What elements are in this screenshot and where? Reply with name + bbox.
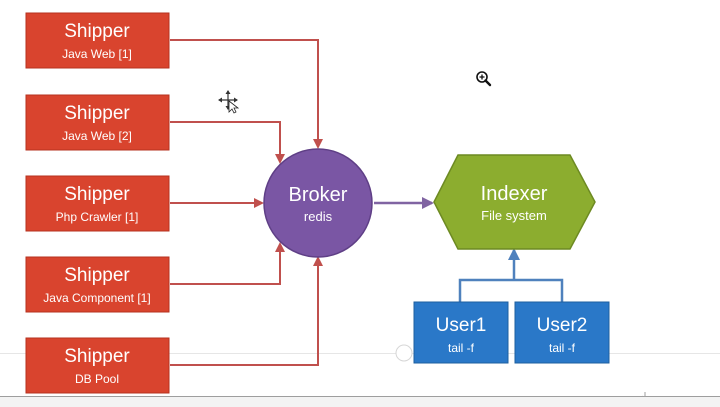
shipper-subtitle: Php Crawler [1] <box>56 210 139 224</box>
guide-handle <box>395 344 413 362</box>
shipper-subtitle: Java Component [1] <box>43 291 150 305</box>
connector-shipper-4 <box>170 242 285 285</box>
user-node-2: User2 tail -f <box>514 301 610 364</box>
shipper-node-4: Shipper Java Component [1] <box>25 256 170 313</box>
broker-node: Broker redis <box>263 148 373 258</box>
shipper-node-3: Shipper Php Crawler [1] <box>25 175 170 232</box>
user-title: User2 <box>537 315 588 336</box>
user-connectors <box>458 248 564 302</box>
connector-shipper-2 <box>170 121 285 164</box>
shipper-connectors <box>170 39 323 366</box>
shipper-title: Shipper <box>64 265 130 286</box>
slide-guide-line <box>0 353 720 354</box>
indexer-node: Indexer File system <box>433 154 596 250</box>
connector-shipper-1 <box>170 39 323 149</box>
bottom-strip <box>0 397 720 407</box>
connector-shipper-5 <box>170 256 323 366</box>
shipper-title: Shipper <box>64 184 130 205</box>
shipper-subtitle: Java Web [2] <box>62 129 132 143</box>
shipper-title: Shipper <box>64 346 130 367</box>
broker-subtitle: redis <box>304 209 333 224</box>
user-subtitle: tail -f <box>448 341 475 355</box>
shipper-subtitle: DB Pool <box>75 372 119 386</box>
bottom-divider <box>0 396 720 397</box>
shipper-title: Shipper <box>64 21 130 42</box>
user-subtitle: tail -f <box>549 341 576 355</box>
indexer-title: Indexer <box>481 183 548 205</box>
broker-title: Broker <box>289 184 348 206</box>
shipper-node-1: Shipper Java Web [1] <box>25 12 170 69</box>
shipper-title: Shipper <box>64 103 130 124</box>
shipper-subtitle: Java Web [1] <box>62 47 132 61</box>
user-title: User1 <box>436 315 487 336</box>
user-node-1: User1 tail -f <box>413 301 509 364</box>
connector-user1 <box>458 278 564 302</box>
zoom-in-icon[interactable] <box>476 71 492 87</box>
shipper-node-5: Shipper DB Pool <box>25 337 170 394</box>
indexer-subtitle: File system <box>481 208 547 223</box>
move-cursor-icon <box>218 90 240 114</box>
shipper-node-2: Shipper Java Web [2] <box>25 94 170 151</box>
